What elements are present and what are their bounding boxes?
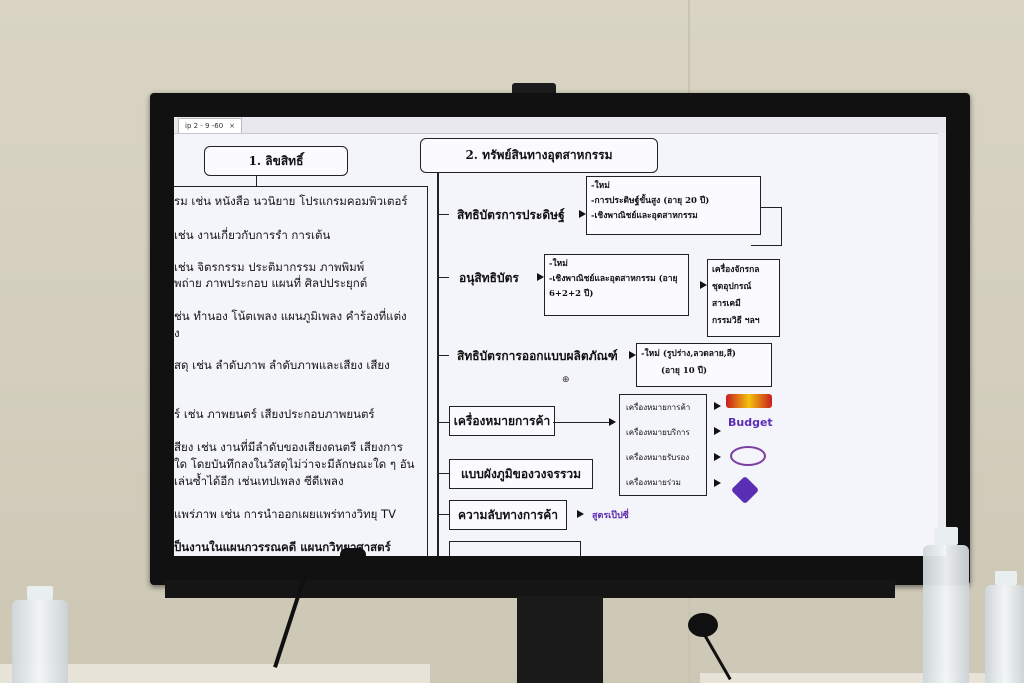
connector [761,207,781,209]
left-connector [256,175,258,187]
main-trunk-line [437,172,439,556]
copyright-line: ป็นงานในแผนกวรรณคดี แผนกวิทยาศาสตร์ [174,540,391,554]
copyright-line: เล่นซ้ำได้อีก เช่นเทปเพลง ซีดีเพลง [174,474,344,488]
copyright-line: ง [174,326,180,340]
copyright-line: พถ่าย ภาพประกอบ แผนที่ ศิลปประยุกต์ [174,276,368,290]
arrow-icon [714,427,721,435]
tv-bottom-bezel [165,580,895,598]
budget-logo: Budget [728,416,773,429]
redbull-logo [726,394,772,408]
table [0,664,430,683]
industrial-property-header: 2. ทรัพย์สินทางอุตสาหกรรม [420,138,658,173]
branch-line [437,355,449,357]
copyright-line: ช่น ทำนอง โน้ตเพลง แผนภูมิเพลง คำร้องที่… [174,309,407,323]
bottle-cap [27,586,53,600]
branch-line [437,514,449,516]
copyright-line: เช่น จิตรกรรม ประติมากรรม ภาพพิมพ์ [174,260,365,274]
box-line: กรรมวิธี ฯลฯ [712,316,760,326]
arrow-icon [714,479,721,487]
copyright-header: 1. ลิขสิทธิ์ [204,146,348,176]
copyright-line: แพร่ภาพ เช่น การนำออกเผยแพร่ทางวิทยุ TV [174,507,396,521]
box-line: เครื่องจักรกล [712,265,760,275]
layout-design-box: แบบผังภูมิของวงจรรวม [449,459,593,489]
invention-patent-box: -ใหม่ -การประดิษฐ์ขั้นสูง (อายุ 20 ปี) -… [586,176,761,235]
trademark-type: เครื่องหมายร่วม [626,478,681,487]
connector [751,245,782,247]
trademark-type: เครื่องหมายบริการ [626,428,690,437]
tab-bar: ip 2 - 9 -60 × [174,117,946,134]
connector [781,207,783,245]
scrollbar[interactable] [938,133,946,556]
cut-off-box [449,541,581,556]
arrow-icon [629,351,636,359]
examples-box: เครื่องจักรกล ชุดอุปกรณ์ สารเคมี กรรมวิธ… [707,259,780,337]
arrow-icon [537,273,544,281]
arrow-icon [577,510,584,518]
branch-line [437,277,449,279]
trademark-type: เครื่องหมายการค้า [626,403,691,412]
screen: ip 2 - 9 -60 × 1. ลิขสิทธิ์ รม เช่น หนังส… [174,117,946,556]
document-tab[interactable]: ip 2 - 9 -60 × [178,118,243,133]
arrow-icon [609,418,616,426]
close-icon[interactable]: × [229,122,236,130]
copyright-line: ใด โดยบันทึกลงในวัสดุไม่ว่าจะมีลักษณะใด … [174,457,415,471]
collective-mark-logo [730,475,760,505]
trade-secret-box: ความลับทางการค้า [449,500,567,530]
box-line: (อายุ 10 ปี) [661,366,708,376]
trade-secret-example: สูตรเป๊ปซี่ [592,511,629,521]
zoom-cursor-icon: ⊕ [562,375,570,385]
copyright-line: สียง เช่น งานที่มีลำดับของเสียงดนตรี เสี… [174,440,403,454]
box-line: 6+2+2 ปี) [549,289,594,299]
box-line: -เชิงพาณิชย์และอุตสาหกรรม [591,211,698,221]
arrow-icon [714,453,721,461]
copyright-line: ร์ เช่น ภาพยนตร์ เสียงประกอบภาพยนตร์ [174,407,375,421]
design-patent-label: สิทธิบัตรการออกแบบผลิตภัณฑ์ [457,349,618,363]
certification-logo [730,446,766,466]
arrow-icon [714,402,721,410]
petty-patent-box: -ใหม่ -เชิงพาณิชย์และอุตสาหกรรม (อายุ 6+… [544,254,689,316]
microphone-head [340,548,366,562]
copyright-line: เช่น งานเกี่ยวกับการรำ การเต้น [174,228,331,242]
bottle-cap [934,527,958,545]
box-line: -การประดิษฐ์ขั้นสูง (อายุ 20 ปี) [591,196,710,206]
branch-line [437,473,449,475]
box-line: -ใหม่ [591,181,610,191]
box-line: สารเคมี [712,299,741,309]
box-line: -ใหม่ [549,259,568,269]
box-line: -ใหม่ (รูปร่าง,ลวดลาย,สี) [641,349,736,359]
copyright-line: รม เช่น หนังสือ นวนิยาย โปรแกรมคอมพิวเตอ… [174,194,408,208]
arrow-icon [700,281,707,289]
box-line: ชุดอุปกรณ์ [712,282,752,292]
branch-line [437,422,449,424]
trademark-types-box: เครื่องหมายการค้า เครื่องหมายบริการ เครื… [619,394,707,496]
copyright-line: สดุ เช่น ลำดับภาพ ลำดับภาพและเสียง เสียง [174,358,390,372]
invention-patent-label: สิทธิบัตรการประดิษฐ์ [457,208,565,222]
trademark-type: เครื่องหมายรับรอง [626,453,690,462]
box-line: -เชิงพาณิชย์และอุตสาหกรรม (อายุ [549,274,678,284]
bottle-cap [995,571,1017,585]
design-patent-box: -ใหม่ (รูปร่าง,ลวดลาย,สี) (อายุ 10 ปี) [636,343,772,387]
water-bottle [923,545,969,683]
petty-patent-label: อนุสิทธิบัตร [459,271,519,285]
trademark-box: เครื่องหมายการค้า [449,406,555,436]
water-bottle [985,585,1024,683]
branch-line [437,214,449,216]
table [700,673,1024,683]
arrow-icon [579,210,586,218]
water-bottle [12,600,68,683]
copyright-list-box [174,186,428,556]
tv-stand [517,596,603,683]
connector [553,422,609,424]
tab-title: ip 2 - 9 -60 [185,122,224,130]
